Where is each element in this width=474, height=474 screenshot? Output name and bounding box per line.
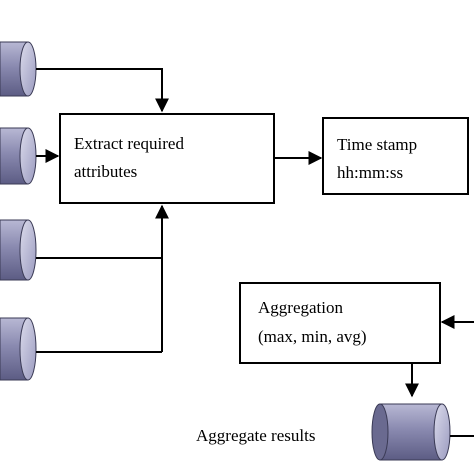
extract-box-line-1: Extract required xyxy=(74,134,184,153)
aggregate-results-label: Aggregate results xyxy=(196,426,315,445)
aggregate-results-cylinder xyxy=(371,403,451,461)
aggregation-box-line-1: Aggregation xyxy=(258,298,343,317)
timestamp-box-line-1: Time stamp xyxy=(337,135,417,154)
extract-attributes-box xyxy=(59,113,275,204)
source-cylinder-2 xyxy=(0,127,37,185)
connector-source-1 xyxy=(36,68,169,113)
source-cylinder-4 xyxy=(0,317,37,381)
aggregation-box xyxy=(239,282,441,364)
timestamp-box xyxy=(322,117,469,195)
source-cylinder-1 xyxy=(0,41,37,97)
source-cylinder-3 xyxy=(0,219,37,281)
timestamp-box-line-2: hh:mm:ss xyxy=(337,163,403,182)
extract-box-line-2: attributes xyxy=(74,162,137,181)
aggregation-box-line-2: (max, min, avg) xyxy=(258,327,367,346)
